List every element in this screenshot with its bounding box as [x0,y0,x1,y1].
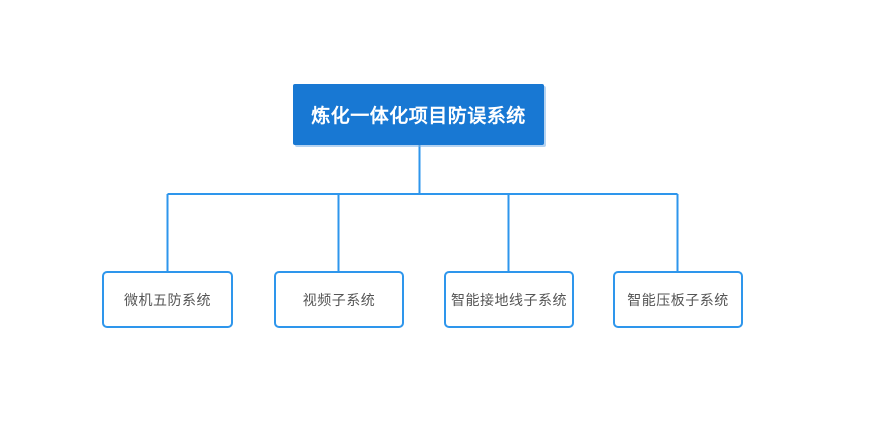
child-node-label: 智能压板子系统 [627,291,729,308]
child-node-label: 微机五防系统 [124,291,211,308]
child-node-wuji-wufang[interactable]: 微机五防系统 [102,271,233,328]
child-node-video-subsystem[interactable]: 视频子系统 [274,271,404,328]
child-node-smart-pressure-plate[interactable]: 智能压板子系统 [613,271,743,328]
root-node[interactable]: 炼化一体化项目防误系统 [293,84,544,145]
root-node-label: 炼化一体化项目防误系统 [311,106,526,127]
child-node-label: 视频子系统 [302,291,376,308]
child-node-smart-grounding-wire[interactable]: 智能接地线子系统 [444,271,574,328]
child-node-label: 智能接地线子系统 [451,291,567,308]
